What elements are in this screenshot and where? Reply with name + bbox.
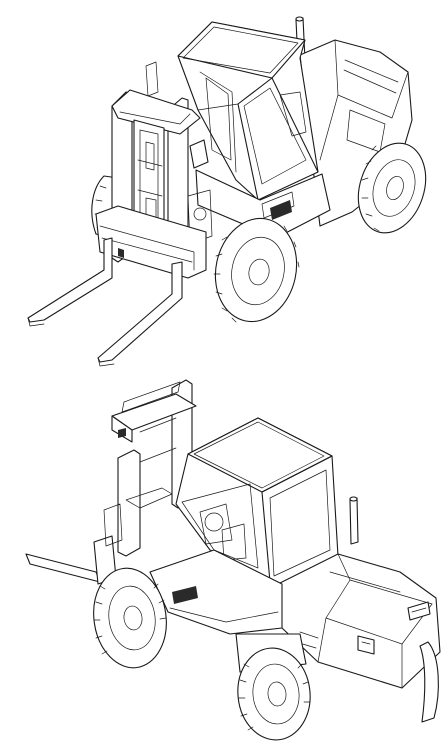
- front-wheel-right: [213, 217, 300, 323]
- rear-wheel: [357, 142, 427, 234]
- fork-carriage: [95, 205, 207, 279]
- front-wheel-rear-view: [93, 567, 167, 669]
- rear-wheel-far: [419, 641, 439, 723]
- forklift-rear-view: [25, 379, 441, 741]
- rear-wheel-rear-view: [235, 633, 311, 741]
- fork-rear: [25, 503, 123, 585]
- chassis-rear: [149, 549, 283, 635]
- mast-rear: [111, 379, 197, 557]
- chassis-front: [195, 169, 331, 239]
- cab: [177, 21, 319, 201]
- forklift-front-view: [27, 16, 427, 367]
- forks: [27, 237, 183, 367]
- cab-rear: [175, 417, 339, 587]
- exhaust-stack-rear: [349, 496, 359, 545]
